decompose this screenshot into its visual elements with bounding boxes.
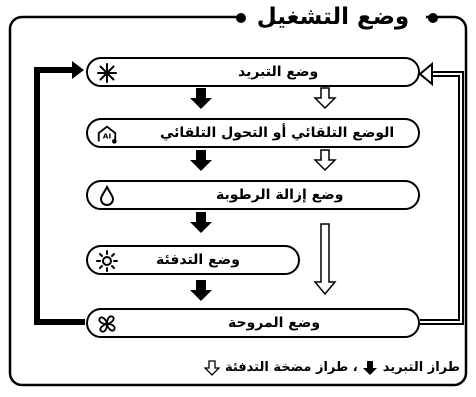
mode-cooling: وضع التبريد [86,57,420,87]
heatpump-loop-arrowhead [418,61,433,87]
mode-cooling-label: وضع التبريد [238,64,319,80]
mode-heating-label: وضع التدفئة [156,252,240,268]
legend-hollow-arrow-icon [204,359,221,376]
heatpump-loop-line [420,71,464,325]
fan-icon [98,315,116,333]
title-dot-right [428,13,438,23]
mode-auto: AI الوضع التلقائي أو التحول التلقائي [86,118,420,148]
mode-heating: وضع التدفئة [86,245,300,275]
mode-auto-label: الوضع التلقائي أو التحول التلقائي [160,125,395,141]
legend-solid-arrow-icon [363,360,378,375]
cooling-loop-arrowhead [72,61,84,79]
mode-fan: وضع المروحة [86,308,420,338]
sun-icon [96,250,118,272]
legend-heatpump-label: ، طراز مضخة التدفئة [224,360,358,375]
svg-text:AI: AI [103,132,112,141]
heatpump-loop-line-inner [420,75,460,321]
mode-dry-label: وضع إزالة الرطوبة [216,187,344,203]
solid-arrows [190,88,212,301]
legend: طراز التبريد ، طراز مضخة التدفئة [160,357,460,379]
hollow-arrows [313,87,337,296]
mode-fan-label: وضع المروحة [228,315,321,331]
title-dot-left [236,13,246,23]
cooling-loop-line [34,67,85,325]
legend-cooling-label: طراز التبريد [382,360,460,375]
water-drop-icon [99,185,115,206]
auto-ai-icon: AI [97,125,117,144]
snowflake-icon [97,63,117,83]
title-text: وضع التشغيل [256,4,410,30]
mode-dry: وضع إزالة الرطوبة [86,180,420,210]
page-title: وضع التشغيل [236,2,438,34]
